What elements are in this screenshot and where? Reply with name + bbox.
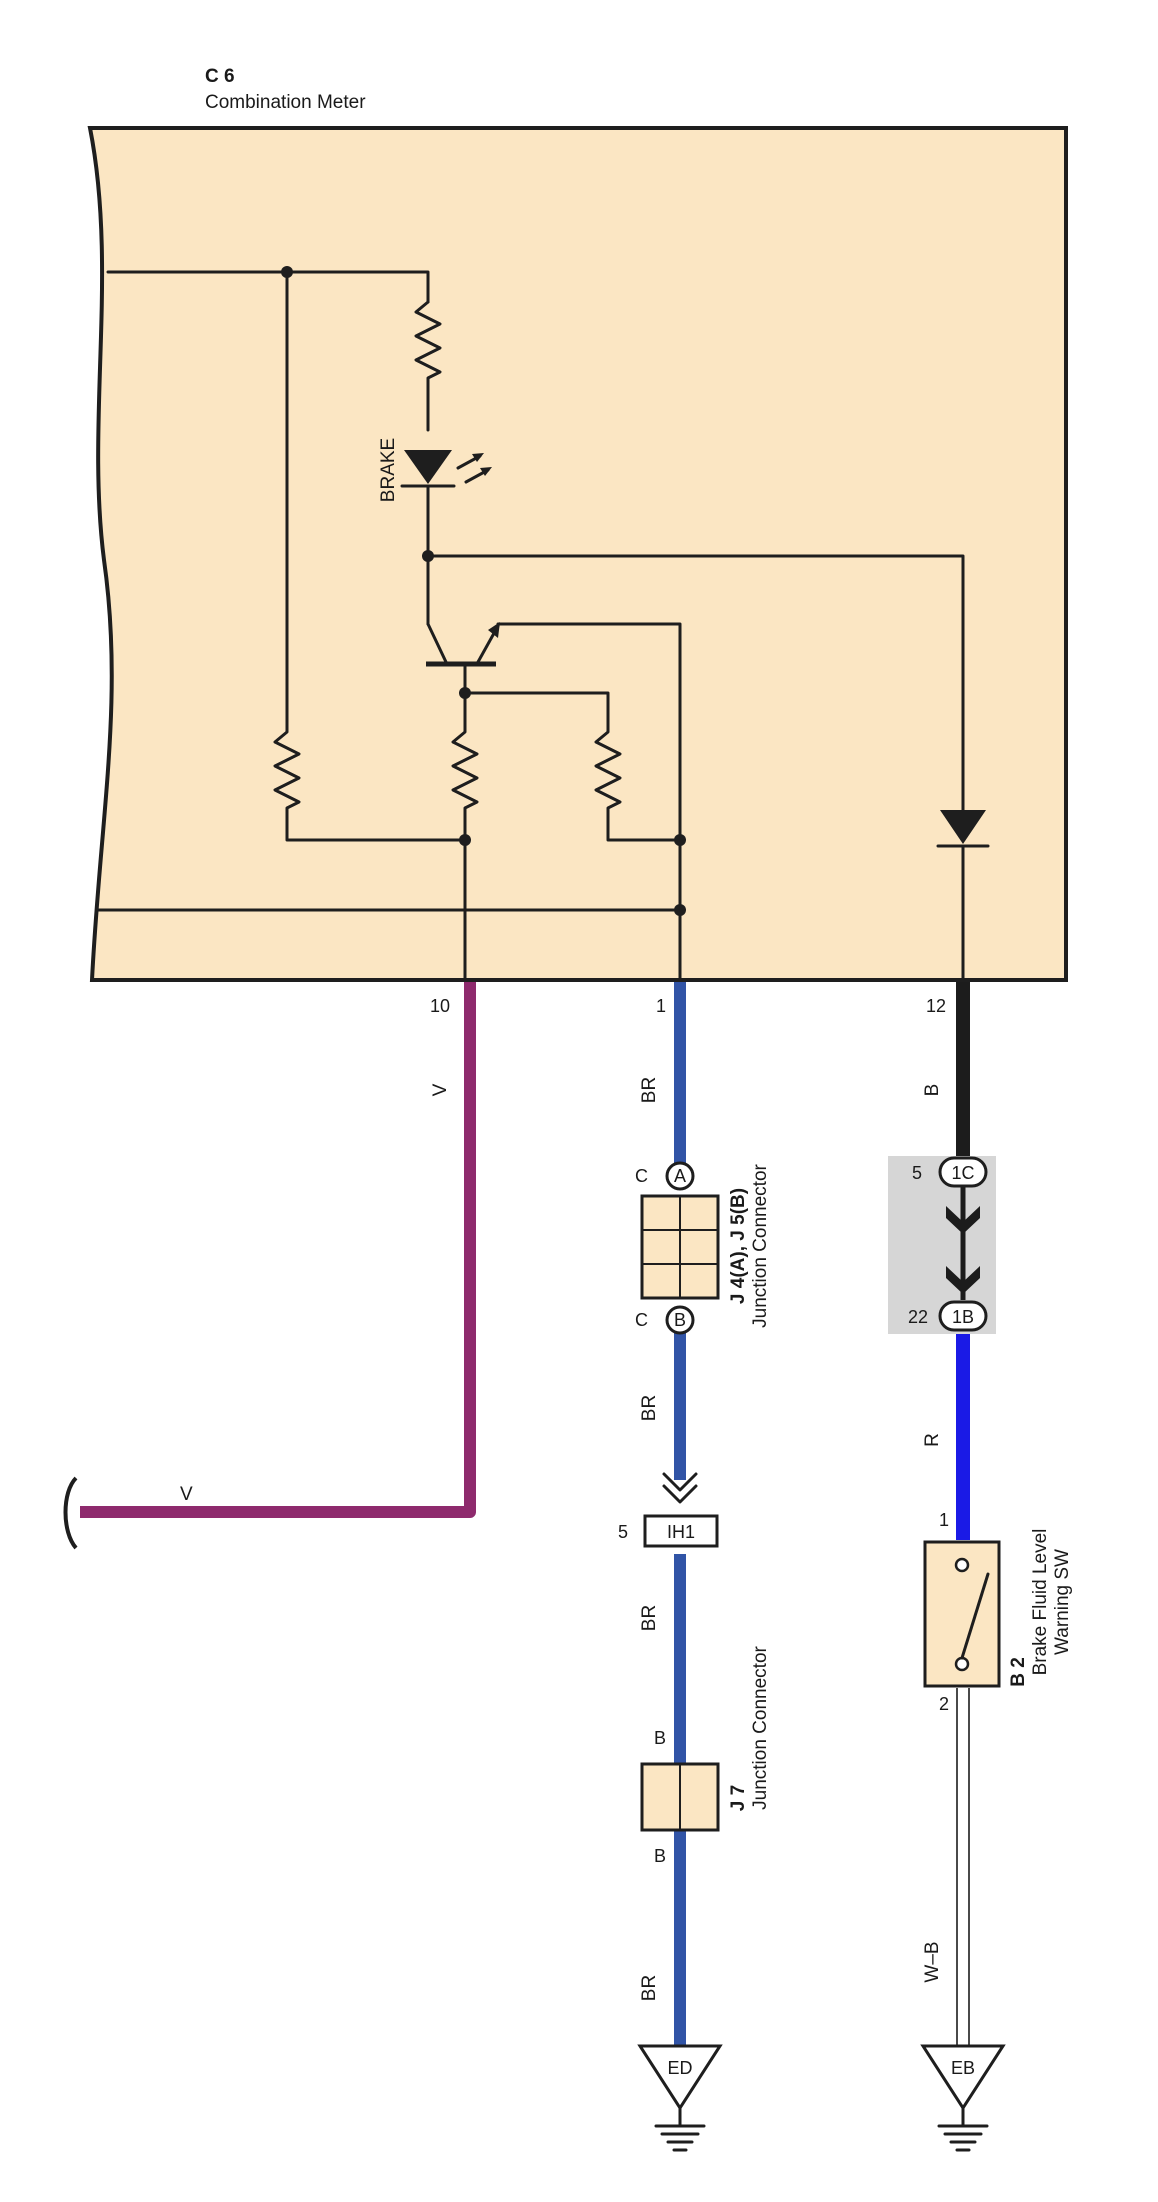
junction-tag-a: A xyxy=(674,1166,686,1186)
connector-1c-1b: 1C 1B 5 22 xyxy=(888,1156,996,1334)
junction-pin-b: C xyxy=(635,1310,648,1330)
combination-meter-body xyxy=(87,126,1068,982)
junction-j7-pin-top: B xyxy=(654,1728,666,1748)
junction-connector-j7: B B xyxy=(640,1728,720,1866)
switch-contact-icon xyxy=(960,1572,990,1660)
connector-1c-pin: 5 xyxy=(912,1163,922,1183)
red-wire-label: R xyxy=(922,1433,943,1447)
brake-lamp-led-icon xyxy=(404,450,452,484)
meter-code: C 6 xyxy=(205,66,235,87)
connector-ih1-pin: 5 xyxy=(618,1522,628,1542)
br-wire-label-2: BR xyxy=(639,1395,660,1421)
wb-wire-label: W–B xyxy=(922,1941,943,1982)
diode-icon xyxy=(940,810,986,844)
ground-eb: EB xyxy=(920,2044,1006,2152)
br-wire-label-4: BR xyxy=(639,1975,660,2001)
meter-name: Combination Meter xyxy=(205,92,366,113)
br-wire-label-1: BR xyxy=(639,1077,660,1103)
br-wire-label-3: BR xyxy=(639,1605,660,1631)
connector-ih1-tag: IH1 xyxy=(667,1522,695,1542)
junction-j7-code: J 7 xyxy=(728,1785,749,1811)
junction-connector-j4-j5: A B C C xyxy=(635,1161,720,1335)
switch-b2-code: B 2 xyxy=(1008,1657,1029,1687)
junction-tag-b: B xyxy=(674,1310,686,1330)
junction-j4-j5-name: Junction Connector xyxy=(750,1163,771,1327)
meter-internal-circuit: BRAKE xyxy=(96,266,990,982)
ground-eb-label: EB xyxy=(951,2058,975,2078)
junction-j4-j5-code: J 4(A), J 5(B) xyxy=(728,1188,749,1304)
brake-fluid-level-switch: 1 2 xyxy=(923,1510,1001,1714)
wire-break-icon xyxy=(63,1476,78,1550)
ground-ed-label: ED xyxy=(667,2058,692,2078)
junction-pin-a: C xyxy=(635,1166,648,1186)
pin-1-label: 1 xyxy=(656,996,666,1016)
switch-pin-1: 1 xyxy=(939,1510,949,1530)
connector-1c-tag: 1C xyxy=(951,1163,974,1183)
violet-wire xyxy=(80,982,476,1518)
ground-ed: ED xyxy=(637,2044,723,2152)
connector-1b-pin: 22 xyxy=(908,1307,928,1327)
junction-j7-name: Junction Connector xyxy=(750,1645,771,1809)
violet-wire-label: V xyxy=(430,1083,451,1096)
connector-ih1: IH1 5 xyxy=(618,1472,719,1548)
black-wire-label: B xyxy=(922,1084,943,1097)
brake-lamp-label: BRAKE xyxy=(378,438,399,502)
pin-10-label: 10 xyxy=(430,996,450,1016)
junction-j7-pin-bottom: B xyxy=(654,1846,666,1866)
switch-pin-2: 2 xyxy=(939,1694,949,1714)
switch-b2-name-line1: Brake Fluid Level xyxy=(1030,1529,1051,1676)
pin-12-label: 12 xyxy=(926,996,946,1016)
connector-1b-tag: 1B xyxy=(952,1307,974,1327)
wb-wire xyxy=(956,1688,970,2046)
violet-wire-label-left: V xyxy=(180,1484,193,1505)
switch-b2-name-line2: Warning SW xyxy=(1052,1549,1073,1655)
